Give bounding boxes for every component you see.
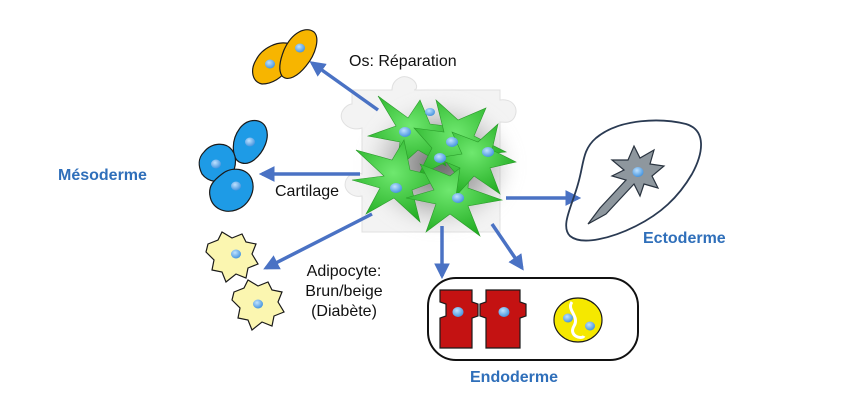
nucleus <box>434 153 446 163</box>
bone-cells <box>252 29 318 85</box>
nucleus <box>452 307 464 317</box>
adipocyte-label-line-3: (Diabète) <box>311 303 377 320</box>
nucleus <box>245 137 255 147</box>
adipocytes <box>205 231 285 331</box>
bone-cell <box>279 29 318 79</box>
arrow-to-bone <box>309 61 380 112</box>
nucleus <box>446 137 458 147</box>
arrow-to-adipocyte <box>263 212 373 270</box>
neuron-icon <box>587 144 666 225</box>
nucleus <box>231 181 241 191</box>
nucleus <box>211 159 221 169</box>
nucleus <box>231 249 241 259</box>
adipocyte-label: Adipocyte: Brun/beige (Diabète) <box>294 262 394 322</box>
cartilage-label: Cartilage <box>275 183 340 200</box>
endoderm-label: Endoderme <box>470 369 559 386</box>
endoderm-outline <box>427 277 639 361</box>
adipocyte-label-line-2: Brun/beige <box>305 283 383 300</box>
nucleus <box>498 307 510 317</box>
cartilage-cells <box>198 119 268 212</box>
nucleus <box>482 147 494 157</box>
arrows <box>258 61 582 280</box>
ectoderm-region <box>565 119 702 242</box>
endoderm-red-cell <box>479 289 527 349</box>
mesenchymal-stem-cells <box>351 95 517 237</box>
adipocyte <box>205 231 259 283</box>
yellow-cell-lumen <box>569 301 586 340</box>
nucleus <box>390 183 402 193</box>
bone-repair-label: Os: Réparation <box>349 53 457 70</box>
stem-cell <box>351 139 446 223</box>
endoderm-red-cell <box>439 289 479 349</box>
nucleus <box>295 43 305 53</box>
cartilage-cell <box>209 168 254 212</box>
nucleus <box>425 108 435 116</box>
adipocyte-label-line-1: Adipocyte: <box>306 263 382 280</box>
nucleus <box>563 313 573 323</box>
ectoderm-outline <box>565 119 702 242</box>
arrow-to-endoderm-2 <box>490 223 524 271</box>
nucleus <box>452 193 464 203</box>
nucleus <box>399 127 411 137</box>
nucleus <box>585 321 595 331</box>
mesoderm-label: Mésoderme <box>58 167 147 184</box>
nucleus <box>632 167 644 177</box>
endoderm-region <box>427 277 639 361</box>
nucleus <box>253 299 263 309</box>
ectoderm-label: Ectoderme <box>643 230 726 247</box>
nucleus <box>265 59 275 69</box>
endoderm-yellow-cell <box>553 297 603 343</box>
